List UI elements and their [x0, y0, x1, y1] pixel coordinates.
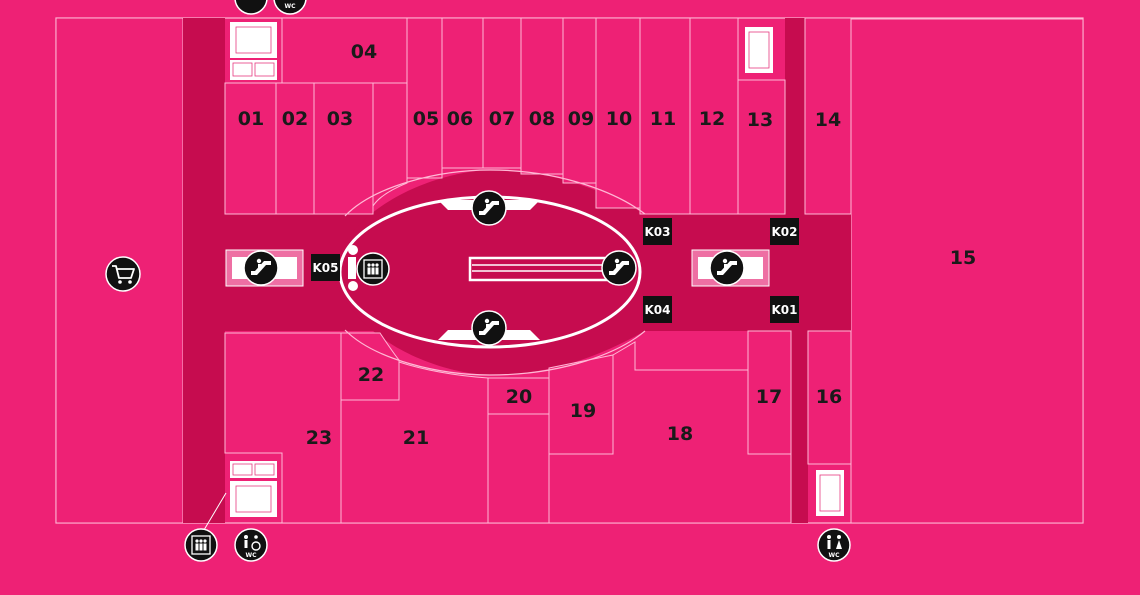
unit-09[interactable] [562, 17, 597, 184]
elevator-icon-top[interactable] [234, 0, 268, 15]
top-shops [224, 17, 852, 215]
restroom-icon-top[interactable]: WC [273, 0, 307, 15]
unit-13[interactable] [737, 79, 786, 215]
svg-text:K02: K02 [772, 225, 798, 239]
unit-label-22: 22 [358, 364, 384, 386]
unit-20b[interactable] [487, 413, 550, 524]
unit-label-21: 21 [403, 427, 429, 449]
accessible-wc-icon[interactable]: WC [234, 528, 268, 562]
unit-labels: 01 02 03 04 05 06 07 08 09 10 11 12 13 1… [238, 41, 976, 449]
unit-03[interactable] [313, 82, 374, 215]
unit-14[interactable] [804, 17, 852, 215]
kiosk-k01[interactable]: K01 [770, 296, 799, 323]
unit-label-08: 08 [529, 108, 555, 130]
shopping-cart-icon[interactable] [105, 256, 141, 292]
svg-text:WC: WC [828, 552, 840, 559]
kiosk-k04[interactable]: K04 [643, 296, 672, 323]
escalator-icon[interactable] [471, 190, 507, 226]
escalator-icon[interactable] [471, 310, 507, 346]
unit-label-15: 15 [950, 247, 976, 269]
unit-label-13: 13 [747, 109, 773, 131]
unit-05[interactable] [406, 17, 443, 179]
svg-text:K04: K04 [645, 303, 671, 317]
unit-label-02: 02 [282, 108, 308, 130]
unit-label-19: 19 [570, 400, 596, 422]
atrium-outline-bottom [344, 329, 646, 376]
unit-label-20: 20 [506, 386, 532, 408]
unit-label-07: 07 [489, 108, 515, 130]
escalator-icon[interactable] [601, 250, 637, 286]
atrium-outline [344, 169, 646, 217]
svg-text:WC: WC [284, 3, 296, 10]
unit-label-05: 05 [413, 108, 439, 130]
kiosk-k05[interactable]: K05 [311, 254, 340, 281]
unit-label-18: 18 [667, 423, 693, 445]
kiosk-k03[interactable]: K03 [643, 218, 672, 245]
unit-07[interactable] [482, 17, 522, 169]
unit-label-10: 10 [606, 108, 632, 130]
unit-label-12: 12 [699, 108, 725, 130]
svg-text:K01: K01 [772, 303, 798, 317]
stair-block-bottom-right [816, 470, 844, 516]
elevator-icon[interactable] [184, 528, 218, 562]
unit-label-14: 14 [815, 109, 841, 131]
unit-06[interactable] [441, 17, 484, 169]
stair-block-top-left [230, 22, 277, 80]
unit-08[interactable] [520, 17, 564, 175]
unit-label-17: 17 [756, 386, 782, 408]
svg-text:K03: K03 [645, 225, 671, 239]
kiosk-k02[interactable]: K02 [770, 218, 799, 245]
elevator-icon[interactable] [356, 252, 390, 286]
unit-label-09: 09 [568, 108, 594, 130]
restroom-icon[interactable]: WC [817, 528, 851, 562]
stair-block-top-right [745, 27, 773, 73]
unit-label-01: 01 [238, 108, 264, 130]
unit-label-06: 06 [447, 108, 473, 130]
unit-label-03: 03 [327, 108, 353, 130]
bottom-shops [224, 330, 852, 524]
unit-label-16: 16 [816, 386, 842, 408]
unit-04[interactable] [281, 17, 408, 84]
escalator-icon[interactable] [709, 250, 745, 286]
unit-03b[interactable] [372, 82, 408, 208]
unit-01[interactable] [224, 82, 277, 215]
unit-label-11: 11 [650, 108, 676, 130]
unit-15[interactable] [850, 18, 1084, 524]
atrium-lift-doors [348, 245, 358, 291]
unit-label-04: 04 [351, 41, 377, 63]
escalator-icon[interactable] [243, 250, 279, 286]
unit-17[interactable] [747, 330, 792, 455]
unit-12[interactable] [689, 17, 739, 215]
svg-text:WC: WC [245, 552, 257, 559]
unit-11[interactable] [639, 17, 691, 215]
svg-text:K05: K05 [313, 261, 339, 275]
unit-02[interactable] [275, 82, 315, 215]
unit-16[interactable] [807, 330, 852, 465]
stair-block-bottom-left [230, 461, 277, 517]
unit-label-23: 23 [306, 427, 332, 449]
